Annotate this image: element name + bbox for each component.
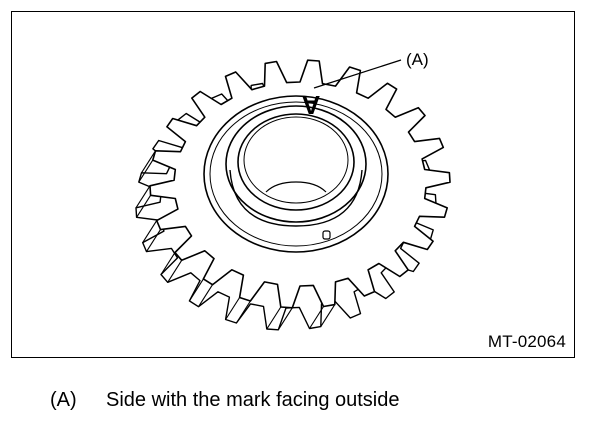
hub-inner-ring	[209, 101, 383, 247]
tooth-thickness-edge	[135, 185, 151, 209]
bore-edge	[237, 113, 355, 211]
legend: (A) Side with the mark facing outside	[50, 389, 400, 412]
figure-id: MT-02064	[487, 332, 566, 351]
callout-leader-line	[313, 59, 402, 89]
tooth-thickness-edge	[235, 300, 251, 324]
tooth-thickness-edge	[225, 297, 241, 320]
tooth-thickness-edge	[136, 195, 152, 218]
callout-label-a: (A)	[406, 50, 429, 69]
tooth-thickness-edge	[188, 278, 204, 302]
tooth-thickness-edge	[309, 306, 324, 329]
bore-inner-edge	[243, 116, 349, 204]
boss-side-wall	[229, 169, 363, 227]
legend-key: (A)	[50, 389, 77, 411]
oil-hole	[322, 230, 331, 240]
tooth-thickness-edge	[142, 220, 158, 243]
bore-far-wall	[265, 181, 327, 193]
tooth-thickness-edge	[277, 307, 293, 331]
tooth-thickness-edge	[160, 252, 176, 275]
identification-mark: A	[302, 90, 321, 120]
tooth-thickness-edge	[138, 159, 154, 183]
gear-illustration: A	[135, 59, 451, 331]
gear-tooth-edges	[135, 150, 336, 331]
tooth-thickness-edge	[167, 260, 183, 283]
tooth-thickness-edge	[141, 150, 156, 174]
tooth-thickness-edge	[198, 284, 213, 307]
tooth-thickness-edge	[320, 304, 336, 327]
tooth-thickness-edge	[146, 229, 161, 252]
tooth-thickness-edge	[266, 306, 282, 330]
figure-frame: A (A) MT-02064	[11, 11, 575, 358]
legend-text: Side with the mark facing outside	[106, 389, 400, 411]
